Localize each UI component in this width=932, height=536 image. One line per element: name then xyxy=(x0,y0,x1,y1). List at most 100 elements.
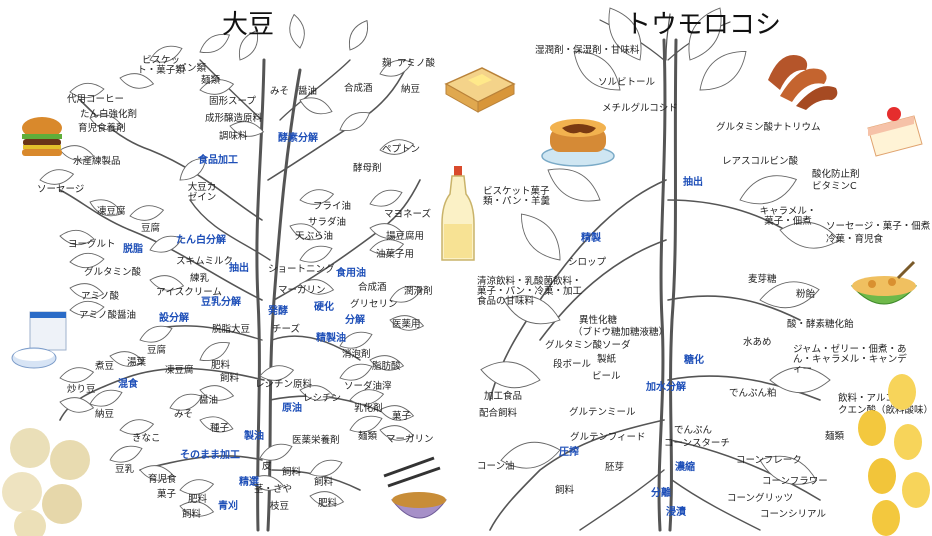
soy-product: みそ xyxy=(174,409,194,420)
soy-product: 潤滑剤 xyxy=(404,286,433,297)
soy-cat: 分解 xyxy=(345,315,365,326)
soy-product: 茎・さや xyxy=(254,484,293,495)
tree-leaf xyxy=(59,367,95,383)
soy-cat: たん白分解 xyxy=(176,235,226,246)
tree-branch xyxy=(59,189,263,301)
soy-product: 皮 xyxy=(262,461,272,472)
soy-product: 代用コーヒー xyxy=(67,94,125,105)
tree-leaf xyxy=(59,145,95,161)
soy-product: 天ぷら油 xyxy=(295,231,334,242)
corn-product: ビスケット菓子類・パン・羊羹 xyxy=(483,186,550,207)
tree-leaf xyxy=(349,389,385,405)
corn-product: グルテンミール xyxy=(569,407,636,418)
corn-cat: 加水分解 xyxy=(646,382,686,393)
tree-branch xyxy=(489,419,665,531)
corn-cat: 糖化 xyxy=(684,355,704,366)
soy-product: 飼料 xyxy=(282,467,302,478)
tree-leaf xyxy=(89,389,123,407)
soy-cat: 食品加工 xyxy=(198,155,238,166)
corn-product: 酸化防止剤 xyxy=(812,169,860,180)
tree-leaf xyxy=(299,189,335,205)
corn-product: 飼料 xyxy=(555,485,575,496)
tree-branch xyxy=(255,58,266,532)
soy-product: 医薬用 xyxy=(392,319,421,330)
tree-leaf xyxy=(199,385,235,401)
soybeans-icon xyxy=(2,428,90,536)
corn-product: 冷菓・育児食 xyxy=(826,234,884,245)
corn-product: 飲料・アルコール xyxy=(838,393,914,404)
corn-product: コーンスターチ xyxy=(664,438,730,449)
corn-product: グルタミン酸ナトリウム xyxy=(716,122,821,133)
tree-leaf xyxy=(769,367,831,393)
tree-leaf xyxy=(759,281,820,309)
tree-leaf xyxy=(199,416,234,433)
soy-cat: 混食 xyxy=(118,379,138,390)
soy-product: 医薬栄養剤 xyxy=(292,435,340,446)
soy-product: スキムミルク xyxy=(176,256,234,267)
tree-leaf xyxy=(149,235,183,253)
corn-product: ジャム・ゼリー・佃煮・あん・キャラメル・キャンディー xyxy=(793,344,907,375)
soy-product: 脂肪酸 xyxy=(372,361,401,372)
soy-product: ショートニング xyxy=(268,264,335,275)
tree-leaf xyxy=(389,315,425,331)
tree-leaf xyxy=(379,405,415,421)
soy-product: 飼料 xyxy=(314,477,334,488)
tree-leaf xyxy=(69,283,105,299)
soy-product: 麹 xyxy=(382,58,392,69)
corn-product: コーングリッツ xyxy=(727,493,794,504)
soy-product: 育児食 xyxy=(148,474,177,485)
soy-product: 合成酒 xyxy=(344,83,373,94)
corn-product: 加工食品 xyxy=(484,391,523,402)
cereal-bowl-icon xyxy=(850,260,918,305)
soy-product: 合成酒 xyxy=(358,282,387,293)
corn-cat: 圧搾 xyxy=(559,447,579,458)
corn-product: 水あめ xyxy=(743,337,772,348)
corn-product: 段ボール xyxy=(553,359,592,370)
toast-icon xyxy=(444,67,516,113)
corn-product: 酸・酵素糖化飴 xyxy=(787,319,854,330)
tree-leaf xyxy=(500,441,561,469)
tree-leaf xyxy=(119,73,155,89)
tree-leaf xyxy=(149,45,183,63)
soy-product: 菓子 xyxy=(392,411,412,422)
soy-product: 成形醸造原料 xyxy=(205,113,263,124)
cake-icon xyxy=(867,107,923,157)
pancake-icon xyxy=(541,119,615,167)
soy-product: 脱脂大豆 xyxy=(212,324,251,335)
soy-product: 納豆 xyxy=(401,84,421,95)
tree-leaf xyxy=(199,79,235,95)
soy-product: フライ油 xyxy=(313,201,352,212)
corn-cat: 抽出 xyxy=(683,177,703,188)
tree-leaf xyxy=(249,475,285,491)
tree-leaf xyxy=(89,114,124,131)
tree-leaf xyxy=(779,221,840,249)
tree-leaf xyxy=(289,223,323,241)
corn-cat: 浸漬 xyxy=(666,507,686,518)
tree-leaf xyxy=(688,7,722,61)
tree-leaf xyxy=(69,300,105,317)
soy-cat: 発酵 xyxy=(268,306,288,317)
tree-leaf xyxy=(179,501,215,517)
tree-leaf xyxy=(69,252,105,269)
soy-product: マーガリン xyxy=(386,434,434,445)
tree-leaf xyxy=(309,459,343,477)
oil-bottle-icon xyxy=(441,166,475,261)
tree-branch xyxy=(669,439,821,501)
corn-product: グルタミン酸ソーダ xyxy=(545,340,631,351)
tree-leaf xyxy=(389,285,423,303)
soy-product: 湯葉 xyxy=(127,357,147,368)
soy-product: 水産練製品 xyxy=(73,156,121,167)
soy-cat: 食用油 xyxy=(336,268,366,279)
tree-leaf xyxy=(369,239,405,255)
tree-leaf xyxy=(139,325,173,343)
tree-leaf xyxy=(238,29,259,61)
tree-leaf xyxy=(379,59,413,77)
corn-cat: 分離 xyxy=(651,488,671,499)
tree-leaf xyxy=(179,479,215,495)
tree-branch xyxy=(199,59,263,121)
soy-product: 大豆カゼイン xyxy=(187,182,217,203)
soy-product: 凍豆腐 xyxy=(97,206,126,217)
tree-branch xyxy=(279,59,351,121)
corn-product: ビタミンC xyxy=(812,181,857,192)
